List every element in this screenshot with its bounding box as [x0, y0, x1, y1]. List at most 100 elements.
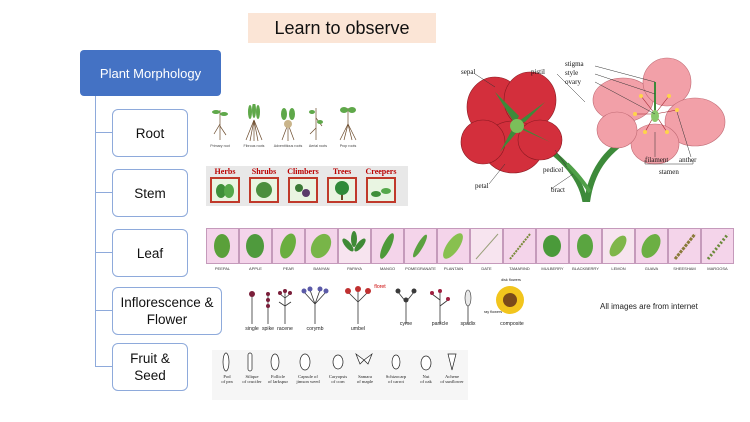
fruit-label-2: of maple [356, 379, 374, 384]
inflorescence-label: single [245, 326, 259, 332]
flower-part-style: style [565, 69, 579, 77]
node-stem: Stem [112, 169, 188, 217]
leaf-label: TAMARIND [509, 266, 530, 271]
leaf-tile: BANYAN [305, 228, 338, 271]
fruit-label-1: Follicle [270, 374, 286, 379]
stem-type-label: Shrubs [251, 167, 277, 176]
stem-type-creepers: Creepers [364, 167, 398, 203]
root-node-label: Plant Morphology [99, 65, 202, 81]
leaf-tile: LEMON [602, 228, 635, 271]
fruit-label-2: of crucifer [242, 379, 262, 384]
leaf-label: DATE [481, 266, 492, 271]
flower-part-ovary: ovary [565, 78, 581, 86]
leaf-label: LEMON [611, 266, 626, 271]
leaf-label: GUAVA [644, 266, 659, 271]
flower-part-stigma: stigma [565, 60, 584, 68]
fruit-label-2: of sunflower [440, 379, 464, 384]
fruit-label-1: Schizocarp [385, 374, 407, 379]
leaf-label: MULBERRY [541, 266, 564, 271]
inflorescence-label: panicle [431, 321, 449, 327]
leaf-label: PAPAYA [347, 266, 362, 271]
leaf-types-strip: PEEPAL APPLE PEAR BANYAN PAPAYA MANGO PO… [206, 228, 742, 274]
leaf-tile: TAMARIND [503, 228, 536, 271]
leaf-tile: MANGO [371, 228, 404, 271]
leaf-label: PLANTAIN [443, 266, 464, 271]
fruit-label-2: of pea [221, 379, 233, 384]
stem-type-trees: Trees [325, 167, 359, 203]
leaf-tile: PEAR [272, 228, 305, 271]
inflorescence-label: cyme [399, 321, 413, 327]
fruit-label-1: Caryopsis [328, 374, 348, 379]
tree-connector-root [95, 132, 112, 134]
node-leaf: Leaf [112, 229, 188, 277]
root-node-plant-morphology: Plant Morphology [80, 50, 221, 96]
root-type-label: Adventitious roots [273, 144, 303, 148]
node-leaf-label: Leaf [136, 245, 164, 261]
stem-type-herbs: Herbs [208, 167, 242, 203]
tree-connector-leaf [95, 252, 112, 254]
tree-connector-vertical [95, 96, 97, 366]
root-drawings [212, 104, 357, 142]
fruit-label-2: of carrot [388, 379, 404, 384]
shrub-image [249, 177, 279, 203]
leaf-label: BANYAN [313, 266, 330, 271]
stem-type-label: Herbs [214, 167, 236, 176]
flower-part-bract: bract [551, 186, 565, 194]
flower-part-pistil: pistil [531, 68, 546, 76]
root-type-label: Aerial roots [308, 144, 328, 148]
leaf-tile: GUAVA [635, 228, 668, 271]
fruit-label-2: of corn [331, 379, 345, 384]
inflorescence-label: umbel [350, 326, 366, 332]
inflorescence-label: corymb [306, 326, 324, 332]
inflorescence-label: spike [261, 326, 275, 332]
leaf-tile-row: PEEPAL APPLE PEAR BANYAN PAPAYA MANGO PO… [206, 228, 742, 271]
leaf-label: MARGOSA [707, 266, 728, 271]
node-fruit-label-1: Fruit & [130, 351, 170, 366]
leaf-label: PEEPAL [214, 266, 231, 271]
leaf-label: MANGO [379, 266, 396, 271]
fruit-label-2: of oak [420, 379, 432, 384]
node-fruit-seed: Fruit & Seed [112, 343, 188, 391]
leaf-tile: APPLE [239, 228, 272, 271]
inflorescence-label: racene [277, 326, 293, 332]
source-note: All images are from internet [600, 302, 698, 311]
node-inflorescence-label-1: Inflorescence & [120, 295, 214, 310]
node-stem-label: Stem [134, 185, 166, 201]
fruit-drawings [222, 352, 457, 372]
herb-image [210, 177, 240, 203]
flower-part-sepal: sepal [461, 68, 476, 76]
leaf-tile: PEEPAL [206, 228, 239, 271]
page-title: Learn to observe [248, 13, 436, 43]
inflorescence-label-disk: disk flowers [501, 278, 521, 282]
leaf-tile: DATE [470, 228, 503, 271]
node-fruit-label-2: Seed [134, 368, 166, 383]
leaf-tile: SHEESHAM [668, 228, 701, 271]
stem-types-strip: Herbs Shrubs Climbers Trees Creepers [206, 166, 408, 206]
fruit-label-2: of larkspur [267, 379, 289, 384]
fruit-label-1: Samara [358, 374, 372, 379]
root-types-illustration: Primary root Fibrous roots Adventitious … [204, 104, 364, 152]
fruit-label-1: Nut [422, 374, 430, 379]
inflorescence-label: composite [500, 321, 524, 327]
inflorescence-label: spadix [460, 321, 476, 327]
node-root: Root [112, 109, 188, 157]
fruit-label-2: jimson weed [296, 379, 320, 384]
inflorescence-label-ray: ray flowers [483, 310, 503, 314]
flower-part-filament: filament [645, 156, 669, 164]
tree-image [327, 177, 357, 203]
node-root-label: Root [135, 125, 165, 141]
page-title-text: Learn to observe [274, 17, 410, 38]
leaf-tile: PAPAYA [338, 228, 371, 271]
flower-part-petal: petal [475, 182, 489, 190]
flower-part-stamen: stamen [659, 168, 679, 176]
flower-anatomy-diagram: sepal pistil stigma style ovary petal pe… [455, 52, 740, 202]
